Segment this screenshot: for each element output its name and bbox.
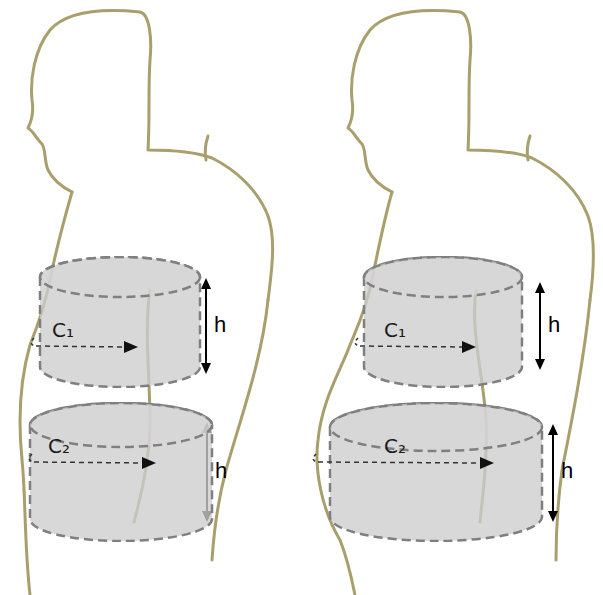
body-cylinder: C₁ xyxy=(14,256,226,388)
cylinder-outline xyxy=(14,256,226,388)
circumference-label: C₁ xyxy=(52,320,74,340)
height-label: h xyxy=(214,314,226,336)
cylinder-outline xyxy=(4,402,238,542)
cylinder-outline xyxy=(304,402,568,542)
circumference-label: C₂ xyxy=(384,436,406,456)
cylinder-outline xyxy=(338,256,548,388)
height-label: h xyxy=(215,460,227,482)
body-cylinder: C₂ xyxy=(4,402,238,542)
circumference-label: C₂ xyxy=(48,436,70,456)
body-cylinder: C₂ xyxy=(304,402,568,542)
body-cylinder: C₁ xyxy=(338,256,548,388)
height-label: h xyxy=(548,314,560,336)
height-label: h xyxy=(561,460,573,482)
circumference-label: C₁ xyxy=(384,320,406,340)
